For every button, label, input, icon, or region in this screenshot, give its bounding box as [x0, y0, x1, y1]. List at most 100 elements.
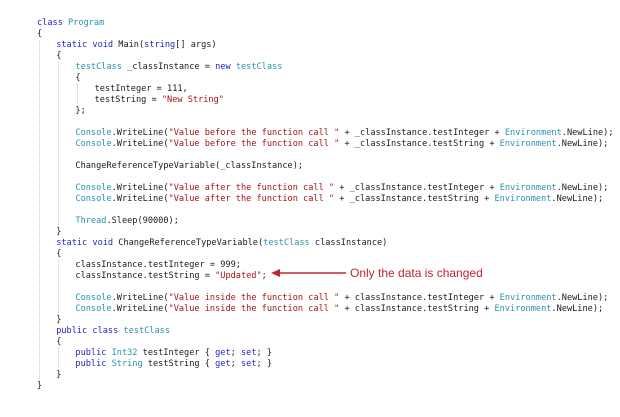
code-token: + _classInstance.testInteger + — [334, 183, 500, 193]
code-line: static void Main(string[] args) — [56, 40, 216, 51]
code-token: get — [215, 359, 231, 369]
code-line: } — [37, 381, 42, 392]
code-token: set — [240, 359, 257, 369]
code-token: public — [75, 348, 112, 358]
code-line: Console.WriteLine("Value after the funct… — [75, 194, 603, 205]
code-token: "Value after the function call " — [168, 183, 335, 193]
code-token: ; — [261, 271, 267, 281]
code-line: Console.WriteLine("Value inside the func… — [75, 293, 608, 304]
code-token: ChangeReferenceTypeVariable( — [118, 238, 264, 248]
code-token: { — [75, 73, 81, 83]
code-token: .WriteLine( — [111, 304, 169, 314]
code-token: testString = — [94, 95, 162, 105]
code-token: ; — [230, 359, 241, 369]
code-token: + classInstance.testString + — [339, 304, 495, 314]
code-line: { — [56, 337, 61, 348]
code-token: void — [92, 238, 119, 248]
code-line: } — [56, 315, 61, 326]
code-token: { — [37, 29, 43, 39]
code-token: testClass — [123, 326, 171, 336]
code-token: .WriteLine( — [111, 194, 169, 204]
code-line: Console.WriteLine("Value after the funct… — [75, 183, 608, 194]
code-token: "Value inside the function call " — [168, 304, 340, 314]
code-token: Console — [75, 194, 112, 204]
code-token: } — [56, 315, 62, 325]
code-line: Thread.Sleep(90000); — [75, 216, 178, 227]
annotation-text: Only the data is changed — [350, 266, 483, 280]
code-token: }; — [75, 106, 86, 116]
code-token: testString { — [142, 359, 216, 369]
code-line: public class testClass — [56, 326, 170, 337]
code-token: ; } — [256, 348, 273, 358]
code-token: .WriteLine( — [111, 293, 169, 303]
code-token: .NewLine); — [551, 194, 604, 204]
code-token: .WriteLine( — [111, 128, 169, 138]
code-token: "Value before the function call " — [168, 139, 340, 149]
code-token: "New String" — [161, 95, 224, 105]
indent-guide — [58, 348, 60, 370]
code-token: Console — [75, 293, 112, 303]
code-line: Console.WriteLine("Value before the func… — [75, 139, 608, 150]
code-token: classInstance.testInteger = 999; — [75, 260, 241, 270]
code-token: Environment — [494, 304, 552, 314]
code-token: Environment — [499, 183, 557, 193]
indent-guide — [39, 40, 40, 381]
code-token: Int32 — [111, 348, 138, 358]
code-line: public String testString { get; set; } — [75, 359, 272, 370]
left-arrow-icon — [271, 269, 346, 277]
code-token: + classInstance.testInteger + — [339, 293, 500, 303]
code-token: .NewLine); — [556, 183, 609, 193]
code-line: classInstance.testInteger = 999; — [75, 260, 241, 271]
code-token: Main( — [118, 40, 145, 50]
code-line: ChangeReferenceTypeVariable(_classInstan… — [75, 161, 303, 172]
code-token: .NewLine); — [556, 293, 609, 303]
code-token: { — [56, 249, 62, 259]
code-token: Console — [75, 183, 112, 193]
code-token: "Value after the function call " — [168, 194, 335, 204]
code-token: Program — [68, 18, 105, 28]
code-token: testInteger = 111, — [94, 84, 188, 94]
code-token: { — [56, 337, 62, 347]
code-token: "Value inside the function call " — [168, 293, 340, 303]
code-token: + _classInstance.testInteger + — [339, 128, 505, 138]
code-token: "Value before the function call " — [168, 128, 340, 138]
code-line: { — [56, 249, 61, 260]
indent-guide — [58, 260, 60, 315]
code-token: String — [111, 359, 143, 369]
code-line: classInstance.testString = "Updated"; — [75, 271, 266, 282]
code-token: classInstance.testString = — [75, 271, 216, 281]
code-token: ; — [230, 348, 241, 358]
code-token: testClass — [263, 238, 310, 248]
code-token: Environment — [499, 293, 557, 303]
code-token: .WriteLine( — [111, 183, 169, 193]
code-token: testClass — [75, 62, 122, 72]
code-token: Console — [75, 128, 112, 138]
code-token: } — [37, 381, 43, 391]
code-token: .WriteLine( — [111, 139, 169, 149]
code-token: .NewLine); — [556, 139, 609, 149]
annotation-callout: Only the data is changed — [270, 265, 510, 281]
code-line: testInteger = 111, — [95, 84, 188, 95]
code-token: Console — [75, 304, 112, 314]
code-token: class — [92, 326, 124, 336]
code-token: [] args) — [175, 40, 217, 50]
code-token: "Updated" — [215, 271, 262, 281]
code-token: public — [56, 326, 93, 336]
code-line: }; — [75, 106, 85, 117]
code-token: static — [56, 40, 93, 50]
code-token: Environment — [499, 139, 557, 149]
code-line: testClass _classInstance = new testClass — [75, 62, 282, 73]
code-line: Console.WriteLine("Value inside the func… — [75, 304, 603, 315]
code-line: public Int32 testInteger { get; set; } — [75, 348, 272, 359]
code-line: Console.WriteLine("Value before the func… — [75, 128, 613, 139]
code-token: set — [240, 348, 257, 358]
code-token: public — [75, 359, 112, 369]
code-token: + _classInstance.testString + — [334, 194, 495, 204]
code-token: } — [56, 370, 62, 380]
code-token: new — [215, 62, 236, 72]
code-token: Console — [75, 139, 112, 149]
code-line: } — [56, 370, 61, 381]
code-token: ChangeReferenceTypeVariable(_classInstan… — [75, 161, 304, 171]
code-line: { — [37, 29, 42, 40]
